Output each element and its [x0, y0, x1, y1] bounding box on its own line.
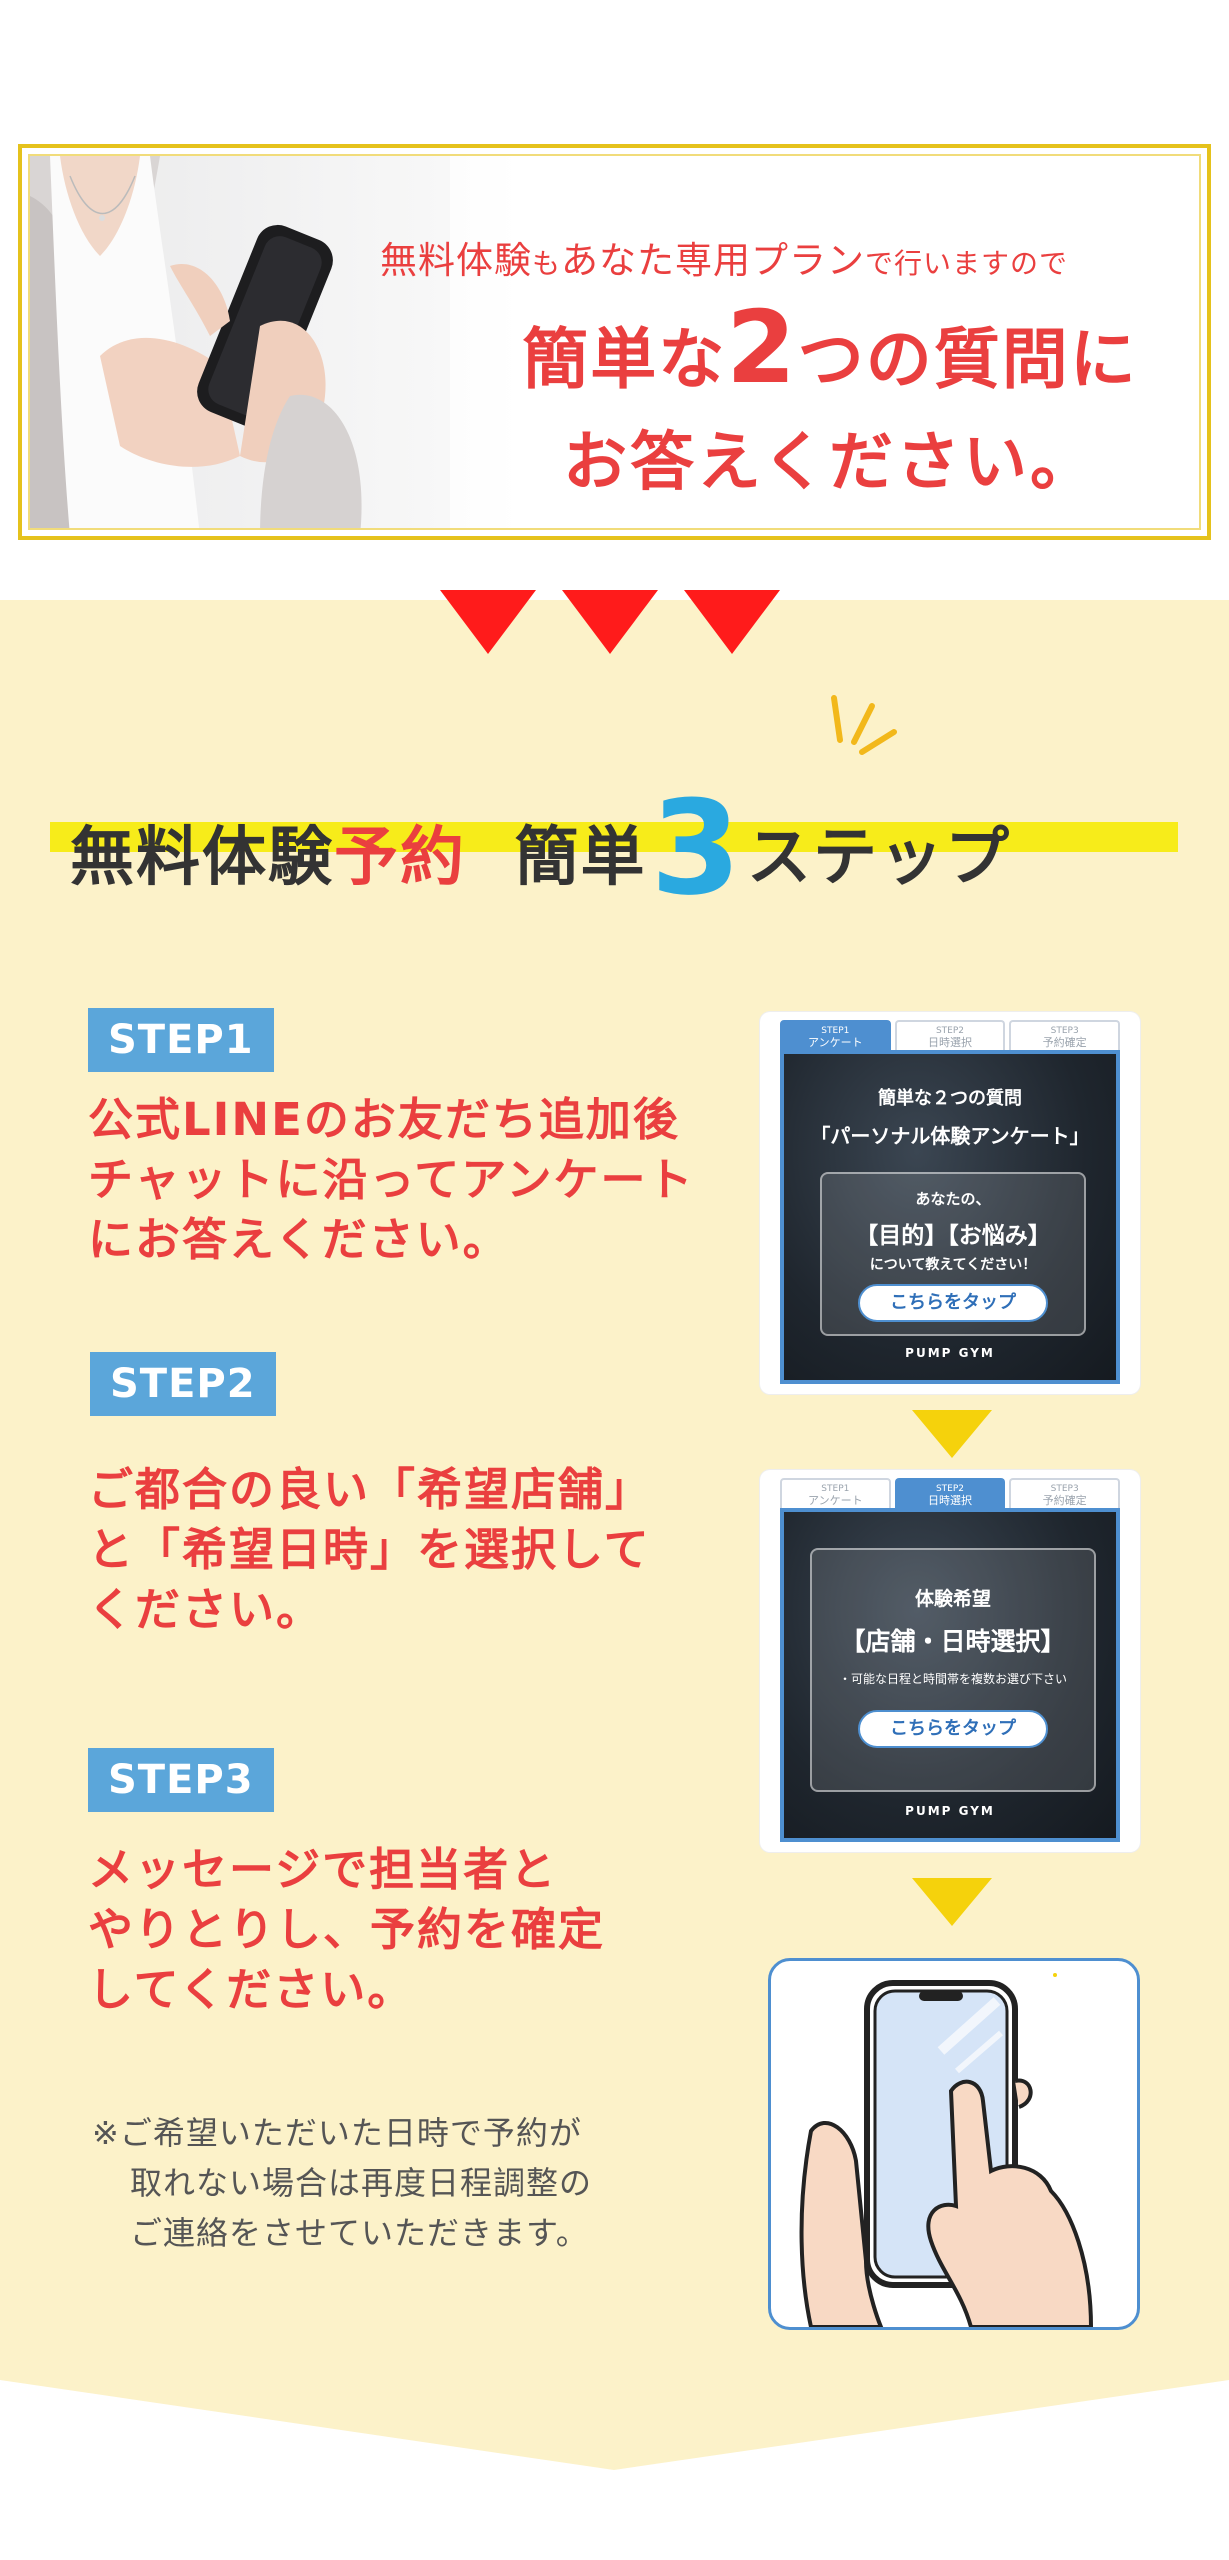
step1-badge: STEP1: [88, 1008, 274, 1072]
down-arrows-icon: [440, 588, 780, 662]
intro-banner: 無料体験もあなた専用プランで行いますので 簡単な2つの質問に お答えください。: [18, 144, 1211, 540]
card2-tap-button: こちらをタップ: [858, 1710, 1048, 1748]
step2-badge: STEP2: [90, 1352, 276, 1416]
card1-box-heading: 【目的】【お悩み】: [855, 1223, 1051, 1249]
card1-title: 簡単な２つの質問: [878, 1088, 1022, 1109]
card2-title: 体験希望: [914, 1588, 991, 1610]
woman-holding-phone-photo: [30, 156, 450, 528]
reservation-note: ※ご希望いただいた日時で予約が 取れない場合は再度日程調整の ご連絡をさせていた…: [92, 2114, 593, 2252]
section-heading: 無料体験予約 簡単3ステップ: [70, 772, 1012, 924]
step3-text: メッセージで担当者と やりとりし、予約を確定 してください。: [88, 1843, 606, 2016]
down-arrow-icon: [912, 1878, 992, 1930]
card2-note: ・可能な日程と時間帯を複数お選び下さい: [838, 1672, 1067, 1686]
banner-lead-text: 無料体験もあなた専用プランで行いますので: [380, 239, 1069, 282]
phone-tap-illustration: [768, 1958, 1140, 2330]
card2-subtitle: 【店舗・日時選択】: [840, 1627, 1066, 1656]
card2-logo: PUMP GYM: [905, 1804, 995, 1818]
card1-subtitle: 「パーソナル体験アンケート」: [810, 1124, 1090, 1148]
card1-box-sub: について教えてください！: [869, 1257, 1037, 1273]
heading-highlight: [50, 822, 1178, 852]
step3-badge: STEP3: [88, 1748, 274, 1812]
banner-headline: 簡単な2つの質問に: [522, 289, 1138, 406]
down-arrow-icon: [912, 1410, 992, 1462]
step2-text: ご都合の良い「希望店舗」 と「希望日時」を選択して ください。: [88, 1463, 653, 1636]
step1-text: 公式LINEのお友だち追加後 チャットに沿ってアンケート にお答えください。: [88, 1093, 695, 1266]
card1-tap-button: こちらをタップ: [858, 1284, 1048, 1322]
card1-box-text: あなたの、: [915, 1190, 991, 1208]
banner-headline-2: お答えください。: [562, 426, 1098, 500]
sparkle-icon: [820, 688, 900, 762]
card1-logo: PUMP GYM: [905, 1346, 995, 1360]
